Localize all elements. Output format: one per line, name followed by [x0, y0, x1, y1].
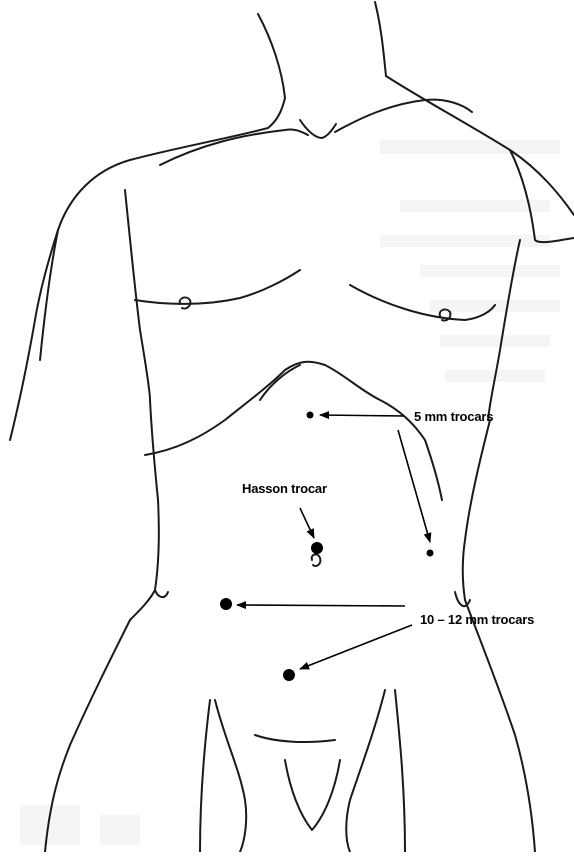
arrows: [237, 415, 430, 669]
neck-left: [258, 14, 285, 128]
arrow-10mm-left: [237, 605, 405, 606]
sternal-notch: [300, 120, 336, 138]
pubic-line: [255, 735, 335, 742]
groin-right: [346, 690, 385, 852]
navel: [312, 554, 321, 566]
hip-left: [155, 590, 168, 597]
chest-left: [135, 270, 300, 304]
groin-left: [215, 700, 246, 852]
marker-10mm-lower: [283, 669, 295, 681]
marker-10mm-left: [220, 598, 232, 610]
arrow-hasson: [300, 508, 314, 538]
arrow-10mm-lower: [300, 625, 412, 669]
label-5mm-trocars: 5 mm trocars: [414, 409, 493, 424]
torso-left-side: [130, 400, 159, 620]
torso-right-side: [463, 420, 490, 600]
trocar-markers: [220, 412, 434, 682]
arrow-5mm-lower: [398, 430, 430, 542]
neck-right: [375, 2, 386, 76]
label-10-12mm-trocars: 10 – 12 mm trocars: [420, 612, 534, 627]
label-hasson-trocar: Hasson trocar: [242, 481, 327, 496]
marker-5mm-lower: [427, 550, 434, 557]
arm-right-outer: [510, 150, 574, 242]
costal-margin-inner: [260, 365, 300, 400]
arm-left-inner: [125, 190, 150, 400]
waist-right: [465, 600, 535, 852]
marker-hasson: [311, 542, 323, 554]
marker-5mm-upper: [307, 412, 314, 419]
arm-left-outer: [40, 230, 58, 360]
hip-right: [455, 592, 470, 606]
thigh-line-left: [200, 700, 210, 852]
genital-outline: [285, 760, 340, 830]
body-outline: [10, 2, 574, 852]
thigh-line-right: [395, 690, 405, 852]
arrow-5mm-upper: [320, 415, 404, 416]
